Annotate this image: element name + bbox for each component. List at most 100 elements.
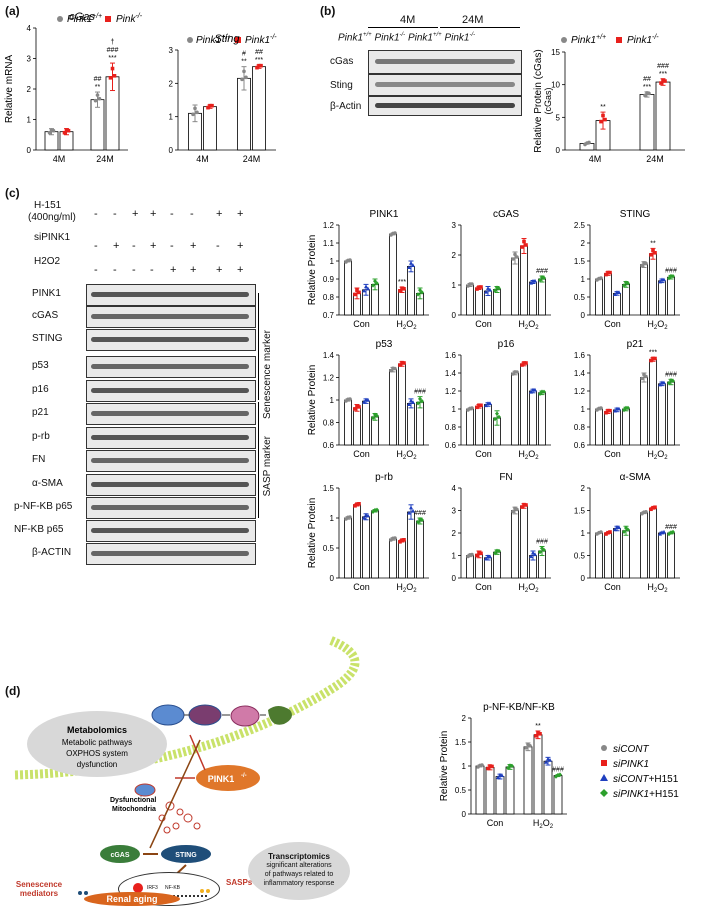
bar — [658, 383, 666, 446]
data-point — [418, 517, 422, 522]
x-tick-label: Con — [487, 818, 504, 828]
data-point — [47, 130, 52, 135]
data-point — [522, 502, 526, 507]
data-point — [418, 396, 422, 402]
blot-c-row-label: p-rb — [32, 431, 50, 442]
data-point — [371, 283, 375, 288]
data-point — [206, 105, 210, 110]
bar — [484, 557, 492, 579]
blot-b-row-cgas: cGas — [330, 56, 354, 67]
y-tick-label: 1.2 — [445, 387, 457, 396]
y-tick-label: 1 — [452, 281, 457, 290]
treatment-sipink1-label: siPINK1 — [34, 232, 71, 243]
data-point — [488, 287, 492, 292]
treatment-sign: + — [216, 208, 223, 220]
bar — [407, 511, 415, 579]
significance-mark: ### — [665, 524, 677, 531]
svg-text:Pink1-/-: Pink1-/- — [245, 34, 277, 46]
y-axis-label: Relative Protein — [307, 498, 318, 569]
treatment-sign: + — [216, 264, 223, 276]
blot-c-band — [91, 505, 249, 510]
treatment-sign: + — [150, 208, 157, 220]
irf3-label: IRF3 — [147, 885, 158, 891]
x-tick-label: Con — [353, 319, 370, 329]
y-tick-label: 0 — [581, 574, 586, 583]
y-tick-label: 10 — [551, 81, 560, 90]
blot-b-lane-labels: Pink1+/+ Pink1-/- Pink1+/+ Pink1-/- — [338, 32, 476, 44]
data-point — [536, 730, 540, 735]
sasps-label: SASPs — [226, 878, 253, 887]
data-point — [624, 525, 628, 531]
y-tick-label: 0 — [556, 146, 561, 155]
data-point — [353, 407, 357, 411]
bar — [475, 765, 485, 815]
bar — [538, 392, 546, 446]
bar — [371, 416, 379, 446]
data-point — [511, 509, 515, 514]
data-point — [604, 532, 608, 536]
svg-text:Pink1+/+: Pink1+/+ — [67, 13, 102, 25]
significance-mark: ## — [94, 76, 102, 83]
y-tick-label: 1.2 — [574, 387, 586, 396]
significance-mark: *** — [659, 71, 667, 78]
data-point — [526, 742, 530, 747]
data-point — [486, 286, 490, 290]
y-axis-label: Relative Protein — [439, 731, 450, 802]
bar — [595, 278, 603, 316]
data-point — [493, 288, 497, 293]
data-point — [667, 380, 671, 386]
x-tick-label: Con — [353, 449, 370, 459]
data-point — [546, 756, 550, 761]
data-point — [357, 405, 361, 409]
data-point — [346, 515, 350, 520]
significance-mark: ### — [414, 389, 426, 396]
x-tick-label: 4M — [196, 154, 209, 164]
blot-c-band — [91, 314, 249, 319]
y-tick-label: 15 — [551, 48, 560, 57]
data-point — [64, 128, 69, 132]
blot-c-row-label: α-SMA — [32, 478, 63, 489]
bar — [416, 401, 424, 446]
treatment-sign: - — [94, 208, 98, 220]
data-point — [495, 411, 499, 416]
data-point — [468, 553, 472, 557]
chart-title: p53 — [376, 339, 393, 350]
senescence-dots — [78, 882, 88, 900]
bar — [484, 404, 492, 446]
transcriptomics-line-3: inflammatory response — [263, 880, 335, 887]
blot-b-strip-bactin — [368, 96, 522, 116]
data-point — [597, 530, 601, 535]
data-point — [613, 408, 617, 413]
svg-text:siPINK1+H151: siPINK1+H151 — [613, 789, 679, 800]
bar — [595, 532, 603, 579]
data-point — [402, 361, 406, 365]
blot-c-band — [91, 435, 249, 440]
data-point — [357, 290, 361, 295]
data-point — [479, 285, 483, 289]
treatment-sign: - — [170, 240, 174, 252]
svg-text:siCONT: siCONT — [613, 744, 649, 755]
y-tick-label: 1.4 — [323, 351, 335, 360]
y-tick-label: 4 — [452, 484, 457, 493]
data-point — [362, 399, 366, 404]
bar — [389, 369, 397, 446]
treatment-sign: - — [216, 240, 220, 252]
y-tick-label: 1.5 — [574, 507, 586, 516]
bracket-sasp-line — [258, 402, 259, 518]
data-point — [604, 272, 608, 277]
bar — [649, 253, 657, 316]
blot-b-group-4m: 4M — [400, 14, 416, 26]
y-tick-label: 3 — [452, 507, 457, 516]
bar — [398, 540, 406, 579]
y-tick-label: 2 — [462, 714, 467, 723]
data-point — [66, 128, 71, 133]
bar — [649, 359, 657, 446]
data-point — [259, 63, 263, 68]
data-point — [653, 505, 657, 510]
bar — [493, 289, 501, 316]
y-tick-label: 2 — [452, 251, 457, 260]
